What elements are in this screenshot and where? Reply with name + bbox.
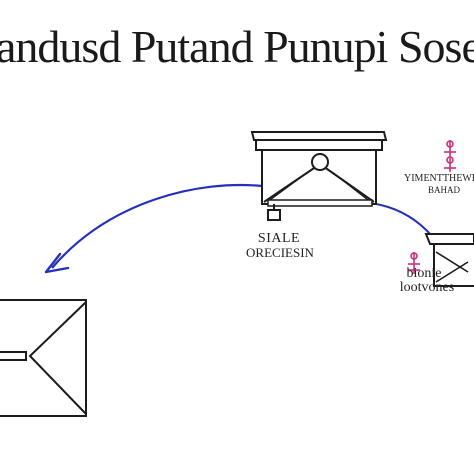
envelope-slot [0, 351, 27, 361]
center-node-knob [311, 153, 329, 171]
center-node [250, 131, 388, 221]
center-node-top-strip [255, 139, 383, 151]
center-node-base [267, 199, 373, 207]
envelope-flap [28, 301, 87, 415]
pink-connector-bottom [408, 252, 420, 274]
center-node-lid [250, 131, 388, 141]
center-label-top: SIALE [257, 231, 301, 246]
flow-arrow-left [51, 183, 263, 269]
right-node-diagonal [435, 251, 469, 283]
right-top-label-2: BAHAD [427, 185, 460, 195]
flow-curve-right [375, 203, 433, 237]
left-envelope-node [0, 299, 87, 417]
center-label-bottom: ORECIESIN [246, 245, 314, 260]
arrowhead-left [44, 252, 70, 274]
pink-connector-top [444, 140, 456, 172]
center-node-inner-lines [269, 171, 369, 201]
diagram-title: andusd Putand Punupi Sose [0, 21, 474, 72]
center-node-connector [267, 204, 281, 221]
right-node-lid [424, 233, 474, 245]
right-bottom-label-1: bionie [406, 266, 442, 281]
right-node [424, 233, 474, 287]
right-top-label-1: YIMENTTHEWER [404, 173, 474, 184]
right-bottom-label-2: lootvones [399, 280, 455, 295]
